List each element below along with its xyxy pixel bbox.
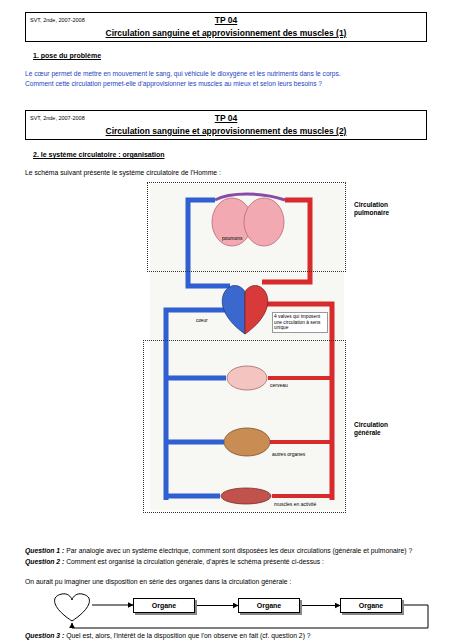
class-line: SVT, 2nde, 2007-2008 — [30, 17, 85, 23]
pulmonary-vein — [262, 200, 310, 282]
figure-background — [150, 184, 344, 510]
tp-title: Circulation sanguine et approvisionnemen… — [26, 126, 426, 136]
text-line: Question 2 : Comment est organisé la cir… — [25, 558, 324, 565]
tp-title: Circulation sanguine et approvisionnemen… — [26, 28, 426, 38]
question-text: On aurait pu imaginer une disposition en… — [25, 578, 291, 585]
heart-right — [222, 286, 245, 334]
organ-label: Organe — [239, 599, 299, 612]
heart-left — [245, 286, 268, 334]
text-line: On aurait pu imaginer une disposition en… — [25, 578, 291, 585]
heart-symbol — [55, 594, 90, 621]
zone-label: Circulation pulmonaire — [354, 201, 414, 217]
organ-label: cœur — [196, 318, 208, 324]
organ-label: muscles en activité — [274, 502, 324, 508]
aorta — [262, 304, 332, 500]
question-text: Par analogie avec un système électrique,… — [66, 547, 412, 554]
header-box: SVT, 2nde, 2007-2008TP 04 Circulation san… — [25, 110, 427, 140]
organ-label: poumons — [222, 236, 243, 242]
section-heading: 2. le système circulatoire : organisatio… — [33, 151, 165, 159]
organ-box: Organe — [133, 598, 195, 613]
lung-capillaries — [215, 194, 285, 200]
flow-arrow — [188, 240, 189, 260]
brain — [227, 366, 267, 390]
zone-label: Circulation générale — [354, 421, 414, 437]
arteries — [268, 378, 332, 496]
flow-arrow — [310, 230, 311, 252]
organ-label: autres organes — [272, 452, 312, 458]
circulation-zone: Circulation pulmonaire — [147, 182, 346, 272]
series-arrow — [300, 605, 340, 606]
question-number: Question 3 : — [25, 632, 64, 639]
callout-note: 4 valves qui imposent une circulation à … — [272, 312, 328, 333]
other-organs — [224, 428, 270, 456]
circulation-zone: Circulation générale — [143, 340, 346, 513]
lung-right — [244, 198, 284, 246]
text-line: Question 1 : Par analogie avec un systèm… — [25, 547, 412, 554]
veins — [166, 310, 228, 500]
organ-box: Organe — [340, 598, 402, 613]
flow-arrow — [332, 460, 333, 480]
text-line: Question 3 : Quel est, alors, l'intérêt … — [25, 632, 311, 639]
question-text: Quel est, alors, l'intérêt de la disposi… — [66, 632, 310, 639]
series-line — [92, 605, 133, 606]
header-box: SVT, 2nde, 2007-2008TP 04 Circulation san… — [25, 12, 427, 42]
problem-question: Comment cette circulation permet-elle d'… — [25, 80, 322, 88]
question-number: Question 1 : — [25, 547, 64, 554]
tp-number: TP 04 — [26, 113, 426, 123]
intro-text: Le schéma suivant présente le système ci… — [25, 169, 221, 177]
problem-text: Le cœur permet de mettre en mouvement le… — [25, 70, 341, 78]
organ-box: Organe — [238, 598, 300, 613]
class-line: SVT, 2nde, 2007-2008 — [30, 115, 85, 121]
organ-label: Organe — [134, 599, 194, 612]
question-number: Question 2 : — [25, 558, 64, 565]
question-text: Comment est organisé la circulation géné… — [66, 558, 324, 565]
organ-label: cerveau — [270, 383, 288, 389]
organ-label: Organe — [341, 599, 401, 612]
muscles — [221, 488, 271, 504]
tp-number: TP 04 — [26, 15, 426, 25]
section-heading: 1. pose du problème — [33, 52, 101, 60]
flow-arrow — [166, 450, 167, 470]
pulmonary-artery — [188, 200, 230, 286]
series-arrow — [195, 605, 238, 606]
